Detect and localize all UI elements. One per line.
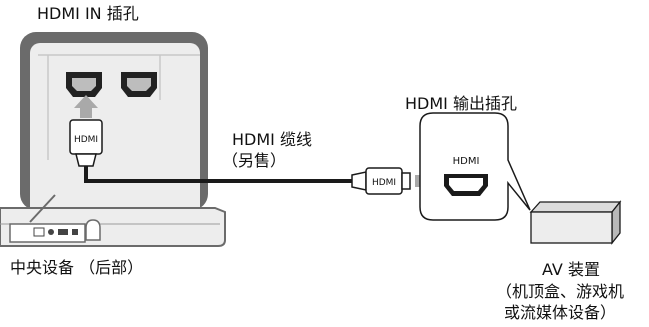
av-device-box: [529, 200, 622, 245]
horizontal-plug-label: HDMI: [372, 178, 396, 188]
hdmi-plug-vertical: HDMI: [69, 119, 103, 167]
hdmi-plug-horizontal: HDMI: [351, 167, 411, 195]
main-unit-rear-label: 中央设备 （后部）: [10, 258, 144, 277]
main-unit-body: [0, 194, 226, 247]
hdmi-in-port-left: [66, 72, 102, 97]
av-examples-line2: 或流媒体设备）: [503, 303, 616, 322]
device-port-label: HDMI: [453, 156, 480, 167]
hdmi-cable-line: [84, 166, 352, 183]
av-device-port-callout: HDMI: [419, 112, 531, 221]
sold-separately-label: （另售）: [222, 151, 287, 170]
hdmi-out-port-label: HDMI 输出插孔: [405, 94, 517, 113]
av-device-label: AV 装置: [542, 260, 600, 279]
hdmi-in-port-label: HDMI IN 插孔: [37, 4, 139, 23]
main-unit-rear-callout: [20, 32, 208, 221]
av-examples-line1: （机顶盒、游戏机: [495, 282, 624, 301]
insert-arrow-up-icon: [74, 95, 98, 118]
vertical-plug-label: HDMI: [74, 135, 98, 145]
hdmi-cable-label: HDMI 缆线: [232, 130, 312, 149]
hdmi-in-port-right: [121, 72, 157, 97]
